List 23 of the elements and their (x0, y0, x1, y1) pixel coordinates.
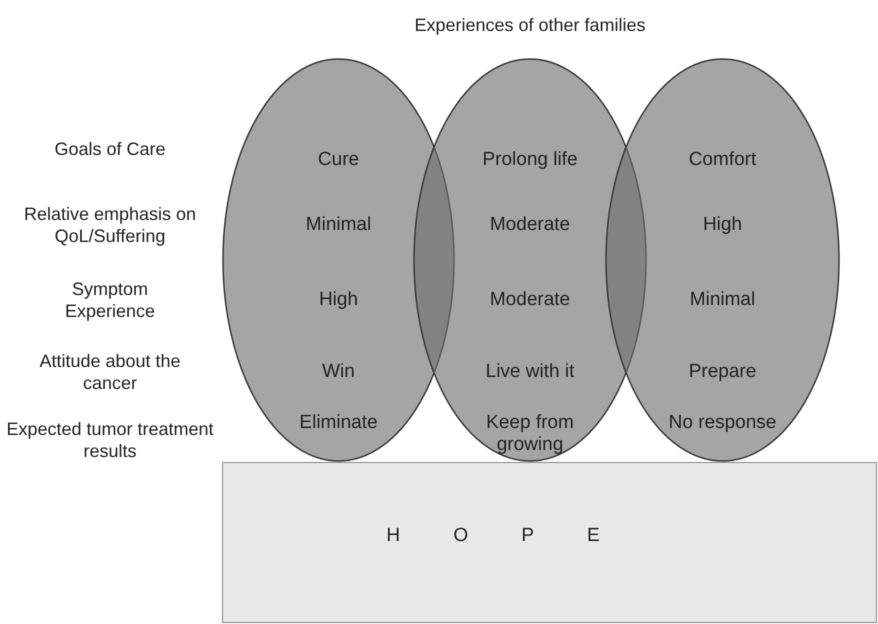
row-label: Goals of Care (53, 138, 167, 160)
oval-text: Moderate (488, 214, 572, 236)
oval-text: Keep from growing (485, 412, 575, 456)
oval-text: High (702, 214, 744, 236)
oval-text: Moderate (488, 289, 572, 311)
row-label: Symptom Experience (64, 278, 156, 322)
oval-text: Minimal (304, 214, 372, 236)
oval-text: Prepare (688, 361, 758, 383)
diagram-title: Experiences of other families (413, 14, 647, 36)
oval-text: Minimal (688, 289, 756, 311)
row-label: Expected tumor treatment results (5, 418, 215, 462)
oval-text: Cure (316, 149, 360, 171)
bar-text: H O P E (385, 525, 601, 547)
row-label: Relative emphasis on QoL/Suffering (22, 203, 198, 247)
oval-text: Live with it (484, 361, 576, 383)
oval-text: Prolong life (481, 149, 579, 171)
row-label: Attitude about the cancer (38, 350, 182, 394)
oval-text: No response (668, 412, 778, 434)
base-bar (222, 462, 877, 623)
oval-text: Comfort (688, 149, 758, 171)
oval-text: Win (321, 361, 356, 383)
oval-text: High (318, 289, 360, 311)
oval-text: Eliminate (298, 412, 379, 434)
